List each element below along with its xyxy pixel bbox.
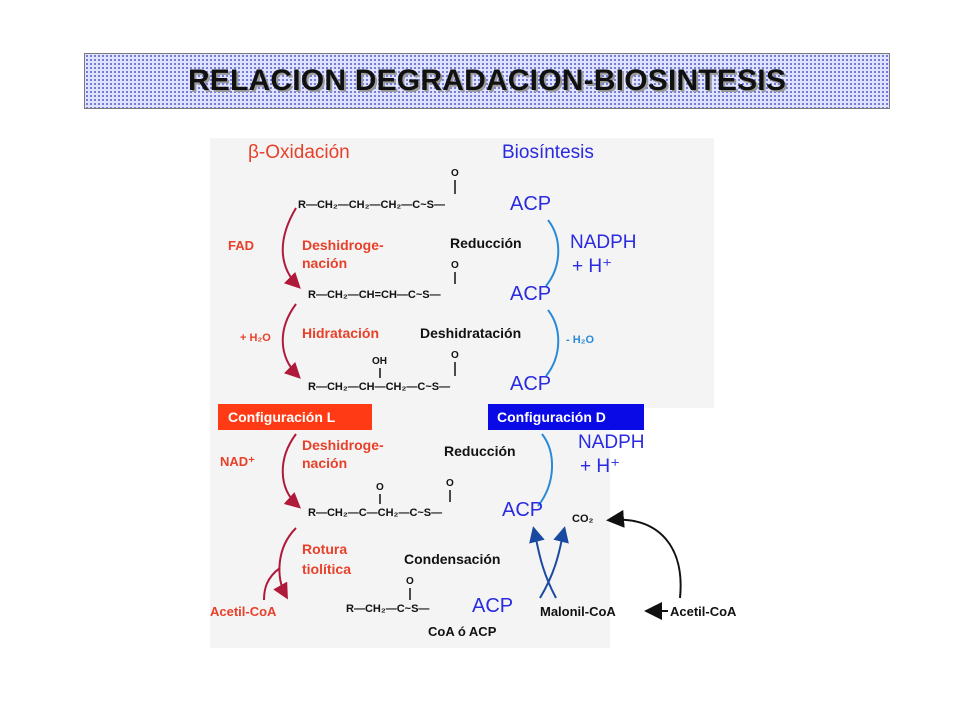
acp-label-2: ACP bbox=[510, 283, 551, 305]
molecule-ketoacyl-acp: R—CH₂—C—CH₂—C~S— bbox=[308, 507, 442, 519]
dehydrogenation-label-1a: Deshidroge- bbox=[302, 237, 384, 253]
co2-label: CO₂ bbox=[572, 513, 594, 525]
condensation-arrow-left bbox=[529, 526, 557, 599]
dehydration-arrow bbox=[545, 309, 560, 377]
dehydration-label: Deshidratación bbox=[420, 325, 521, 341]
oxygen-label-2: O bbox=[451, 260, 459, 271]
page-title: RELACION DEGRADACION-BIOSINTESIS bbox=[187, 64, 787, 97]
acp-label-4: ACP bbox=[502, 499, 543, 521]
reduction-arrow-1 bbox=[545, 219, 560, 287]
nadph-label-1: NADPH bbox=[570, 232, 637, 253]
dehydrogenation-arrow-2 bbox=[281, 433, 301, 509]
h-plus-label-1: + H⁺ bbox=[572, 256, 612, 277]
nad-label: NAD⁺ bbox=[220, 454, 255, 469]
keto-oxygen-label: O bbox=[376, 482, 384, 493]
header-beta-oxidacion: β-Oxidación bbox=[248, 142, 350, 163]
reduction-label-1: Reducción bbox=[450, 235, 522, 251]
pathway-diagram: β-Oxidación Biosíntesis O R—CH₂—CH₂—CH₂—… bbox=[210, 138, 770, 668]
dehydrogenation-label-2a: Deshidroge- bbox=[302, 437, 384, 453]
acetyl-coa-right: Acetil-CoA bbox=[670, 604, 737, 619]
molecule-enoyl-acp: R—CH₂—CH=CH—C~S— bbox=[308, 289, 441, 301]
molecule-hydroxyacyl-acp: R—CH₂—CH—CH₂—C~S— bbox=[308, 381, 450, 393]
acp-label-5: ACP bbox=[472, 595, 513, 617]
nadph-label-2: NADPH bbox=[578, 432, 645, 453]
condensation-arrow-right bbox=[539, 526, 569, 599]
molecule-acyl-coa-acp: R—CH₂—C~S— bbox=[346, 603, 429, 615]
config-l-box bbox=[218, 404, 372, 430]
coa-or-acp-label: CoA ó ACP bbox=[428, 624, 497, 639]
oxygen-label-3: O bbox=[451, 350, 459, 361]
hydroxyl-label: OH bbox=[372, 356, 387, 367]
acp-label-3: ACP bbox=[510, 373, 551, 395]
hydration-label: Hidratación bbox=[302, 325, 379, 341]
plus-h2o-label: + H₂O bbox=[240, 332, 271, 344]
fad-label: FAD bbox=[228, 238, 254, 253]
acetyl-coa-left: Acetil-CoA bbox=[210, 604, 277, 619]
hydration-arrow bbox=[281, 303, 301, 379]
reduction-label-2: Reducción bbox=[444, 443, 516, 459]
pathway-svg: β-Oxidación Biosíntesis O R—CH₂—CH₂—CH₂—… bbox=[210, 142, 737, 639]
title-banner: RELACION DEGRADACION-BIOSINTESIS bbox=[84, 53, 890, 109]
dehydrogenation-label-1b: nación bbox=[302, 255, 347, 271]
oxygen-label-5: O bbox=[406, 576, 414, 587]
condensation-label: Condensación bbox=[404, 551, 500, 567]
thiolysis-arrow bbox=[273, 527, 297, 600]
dehydrogenation-arrow-1 bbox=[281, 207, 301, 289]
acp-label-1: ACP bbox=[510, 193, 551, 215]
thiolysis-label-a: Rotura bbox=[302, 541, 347, 557]
thiolysis-label-b: tiolítica bbox=[302, 561, 351, 577]
config-l-label: Configuración L bbox=[228, 409, 336, 425]
malonyl-coa-label: Malonil-CoA bbox=[540, 604, 616, 619]
molecule-acyl-acp: R—CH₂—CH₂—CH₂—C~S— bbox=[298, 199, 445, 211]
oxygen-label-1: O bbox=[451, 168, 459, 179]
h-plus-label-2: + H⁺ bbox=[580, 456, 620, 477]
dehydrogenation-label-2b: nación bbox=[302, 455, 347, 471]
minus-h2o-label: - H₂O bbox=[566, 334, 595, 346]
header-biosintesis: Biosíntesis bbox=[502, 142, 594, 163]
malonyl-formation-arrow bbox=[606, 509, 682, 599]
config-d-label: Configuración D bbox=[497, 409, 606, 425]
oxygen-label-4: O bbox=[446, 478, 454, 489]
config-d-box bbox=[488, 404, 644, 430]
thiolysis-branch bbox=[263, 567, 281, 601]
reduction-arrow-2 bbox=[537, 433, 553, 507]
